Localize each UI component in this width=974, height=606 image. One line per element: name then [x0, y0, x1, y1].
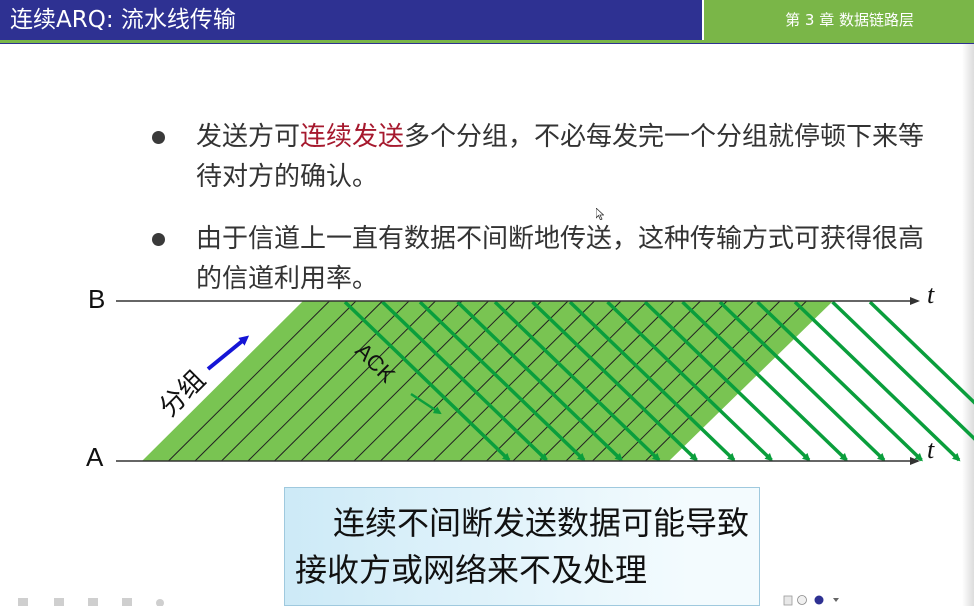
- bullet-1-pre: 发送方可: [196, 122, 301, 152]
- ack-arrow: [606, 300, 773, 462]
- packet-line: [194, 300, 357, 462]
- packet-line: [486, 300, 648, 462]
- more-tool-icon[interactable]: [156, 599, 164, 606]
- bullet-1-highlight: 连续发送: [300, 122, 405, 152]
- ack-arrow: [531, 300, 698, 462]
- ack-arrow: [756, 300, 923, 462]
- menu-tool-icon[interactable]: [122, 598, 132, 606]
- ack-arrow: [343, 300, 511, 462]
- bullet-dot-icon: [152, 131, 165, 144]
- ack-arrows: [343, 300, 974, 462]
- pen-tool-icon[interactable]: [18, 598, 28, 606]
- warning-note-text: 连续不间断发送数据可能导致接收方或网络来不及处理: [295, 504, 750, 589]
- slideshow-toolbar: [18, 598, 164, 606]
- packet-line: [406, 300, 569, 462]
- receiver-label: B: [88, 284, 105, 314]
- sender-label: A: [86, 442, 104, 472]
- slide-title: 连续ARQ: 流水线传输: [10, 7, 236, 33]
- app-icon[interactable]: [783, 595, 793, 606]
- header-divider: [0, 40, 974, 43]
- ack-arrow: [718, 300, 886, 462]
- packet-line: [618, 300, 781, 462]
- packet-line: [247, 300, 410, 462]
- help-icon[interactable]: [814, 595, 824, 605]
- ack-arrow: [456, 300, 623, 462]
- ack-arrow: [493, 300, 661, 462]
- packet-line: [300, 300, 463, 462]
- ack-arrow: [418, 300, 586, 462]
- ack-arrow: [381, 300, 548, 462]
- packet-line: [592, 300, 754, 462]
- packet-line: [327, 300, 489, 462]
- bullet-2-text: 由于信道上一直有数据不间断地传送，这种传输方式可获得很高的信道利用率。: [196, 224, 925, 294]
- ack-arrow: [681, 300, 848, 462]
- packet-line: [353, 300, 516, 462]
- header-divider-dark: [0, 43, 974, 44]
- bullet-item-2: 由于信道上一直有数据不间断地传送，这种传输方式可获得很高的信道利用率。: [152, 219, 926, 299]
- ack-arrow: [643, 300, 811, 462]
- packet-line: [380, 300, 542, 462]
- ack-direction-arrow: [410, 392, 442, 415]
- mouse-pointer-icon: [596, 208, 604, 220]
- warning-note-box: 连续不间断发送数据可能导致接收方或网络来不及处理: [284, 487, 760, 606]
- chat-icon[interactable]: [797, 595, 807, 605]
- packet-line: [512, 300, 675, 462]
- ack-arrow: [831, 300, 974, 441]
- bullet-1-post: 多个分组，不必每发完一个分组就停顿下来等待对方的确认。: [196, 122, 925, 192]
- packet-line: [221, 300, 383, 462]
- sender-time-label: t: [927, 435, 935, 464]
- taskbar-tray: [783, 595, 839, 606]
- ack-arrow: [868, 300, 974, 405]
- grid-tool-icon[interactable]: [54, 598, 64, 606]
- ack-arrow: [793, 300, 961, 462]
- bullet-item-1: 发送方可连续发送多个分组，不必每发完一个分组就停顿下来等待对方的确认。: [152, 117, 926, 197]
- chapter-label: 第 3 章 数据链路层: [785, 11, 914, 29]
- chapter-band: 第 3 章 数据链路层: [704, 0, 974, 40]
- dropdown-icon[interactable]: [833, 598, 839, 602]
- packet-line: [433, 300, 595, 462]
- receiver-time-label: t: [927, 280, 935, 309]
- slide-header: 连续ARQ: 流水线传输 第 3 章 数据链路层: [0, 0, 974, 44]
- ack-arrow: [568, 300, 736, 462]
- slide-edge-shadow: [962, 44, 974, 606]
- packet-direction-arrow: [206, 335, 250, 371]
- packet-line: [168, 300, 330, 462]
- bullet-dot-icon: [152, 233, 165, 246]
- slides-tool-icon[interactable]: [88, 598, 98, 606]
- title-band: 连续ARQ: 流水线传输: [0, 0, 702, 40]
